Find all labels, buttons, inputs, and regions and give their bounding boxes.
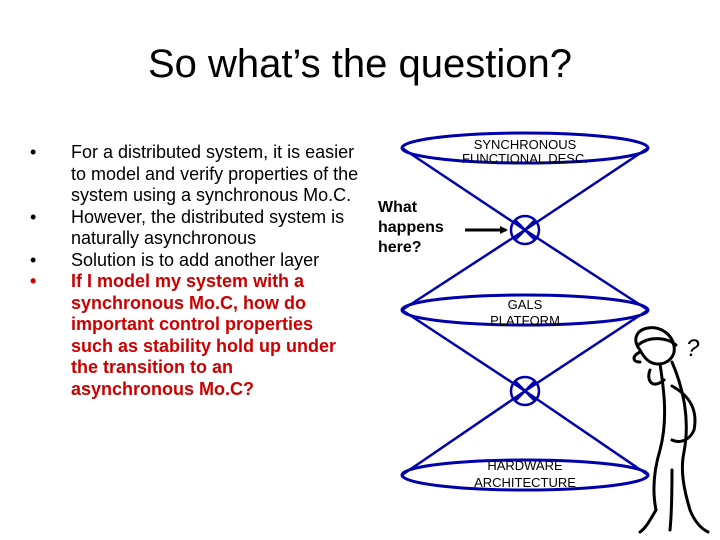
bullet-text: Solution is to add another layer: [71, 249, 320, 270]
slide-title: So what’s the question?: [147, 42, 572, 86]
upper-cone: [401, 146, 649, 312]
question-text: What happens here?: [378, 198, 444, 258]
upper-crossing-icon: [509, 214, 541, 246]
lower-cone: [401, 308, 649, 477]
bullet-marker: •: [30, 249, 37, 270]
lower-crossing-icon: [509, 375, 541, 407]
question-line3: here?: [378, 239, 422, 256]
bullet-item: • For a distributed system, it is easier…: [30, 142, 360, 207]
figure-question-mark: ?: [686, 335, 700, 362]
bullet-marker: •: [30, 206, 37, 227]
bullet-item-highlight: • If I model my system with a synchronou…: [30, 271, 360, 400]
lower-crossing-x: [514, 380, 536, 402]
bullet-marker: •: [30, 271, 37, 291]
thinking-figure-icon: [632, 326, 710, 534]
bullet-text: For a distributed system, it is easier t…: [71, 142, 359, 205]
bullet-text: If I model my system with a synchronous …: [71, 271, 337, 399]
bullet-text: However, the distributed system is natur…: [71, 206, 345, 249]
question-line2: happens: [378, 219, 444, 236]
bullet-item: • Solution is to add another layer: [30, 250, 360, 272]
hardware-label-line1: HARDWARE: [487, 458, 563, 473]
sync-label-line2: FUNCTIONAL DESC.: [462, 151, 588, 166]
sync-label-line1: SYNCHRONOUS: [473, 137, 577, 152]
bullet-marker: •: [30, 142, 37, 162]
gals-label-line1: GALS: [507, 297, 543, 312]
bullet-list: • For a distributed system, it is easier…: [30, 142, 360, 400]
gals-label-line2: PLATFORM: [490, 313, 560, 328]
hardware-label-line2: ARCHITECTURE: [474, 475, 576, 490]
question-line1: What: [378, 199, 418, 216]
bullet-item: • However, the distributed system is nat…: [30, 207, 360, 250]
upper-crossing-x: [514, 219, 536, 241]
